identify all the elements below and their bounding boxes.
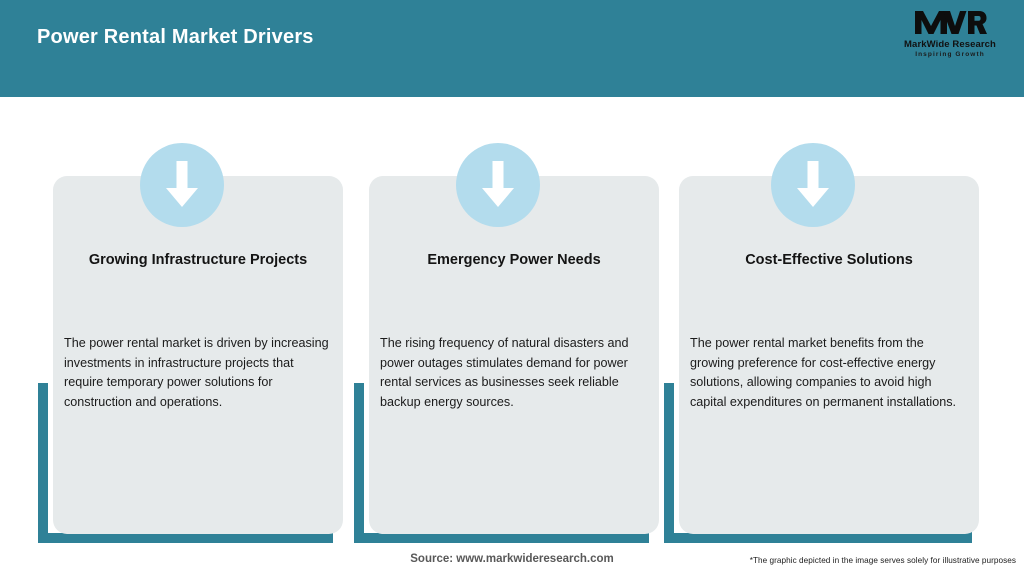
card-title: Growing Infrastructure Projects bbox=[88, 252, 308, 268]
driver-card-1: Growing Infrastructure Projects The powe… bbox=[38, 97, 354, 543]
company-logo: MarkWide Research Inspiring Growth bbox=[894, 8, 1006, 64]
down-arrow-icon bbox=[771, 143, 855, 227]
page-header: Power Rental Market Drivers MarkWide Res… bbox=[0, 0, 1024, 97]
card-panel: Cost-Effective Solutions The power renta… bbox=[679, 176, 979, 534]
card-title: Cost-Effective Solutions bbox=[745, 252, 913, 268]
card-panel: Emergency Power Needs The rising frequen… bbox=[369, 176, 659, 534]
source-label: Source: www.markwideresearch.com bbox=[410, 553, 614, 565]
logo-tagline: Inspiring Growth bbox=[915, 51, 985, 58]
drivers-card-row: Growing Infrastructure Projects The powe… bbox=[0, 97, 1024, 543]
disclaimer-note: *The graphic depicted in the image serve… bbox=[749, 556, 1016, 565]
card-panel: Growing Infrastructure Projects The powe… bbox=[53, 176, 343, 534]
mwr-monogram-icon bbox=[894, 8, 1006, 38]
card-body-text: The power rental market is driven by inc… bbox=[64, 336, 329, 409]
logo-company-name: MarkWide Research bbox=[904, 39, 996, 50]
down-arrow-icon bbox=[456, 143, 540, 227]
card-body-text: The rising frequency of natural disaster… bbox=[380, 336, 629, 409]
card-title: Emergency Power Needs bbox=[427, 252, 601, 268]
card-body-text: The power rental market benefits from th… bbox=[690, 336, 957, 409]
down-arrow-icon bbox=[140, 143, 224, 227]
page-title: Power Rental Market Drivers bbox=[37, 26, 314, 48]
driver-card-3: Cost-Effective Solutions The power renta… bbox=[664, 97, 980, 543]
driver-card-2: Emergency Power Needs The rising frequen… bbox=[354, 97, 670, 543]
